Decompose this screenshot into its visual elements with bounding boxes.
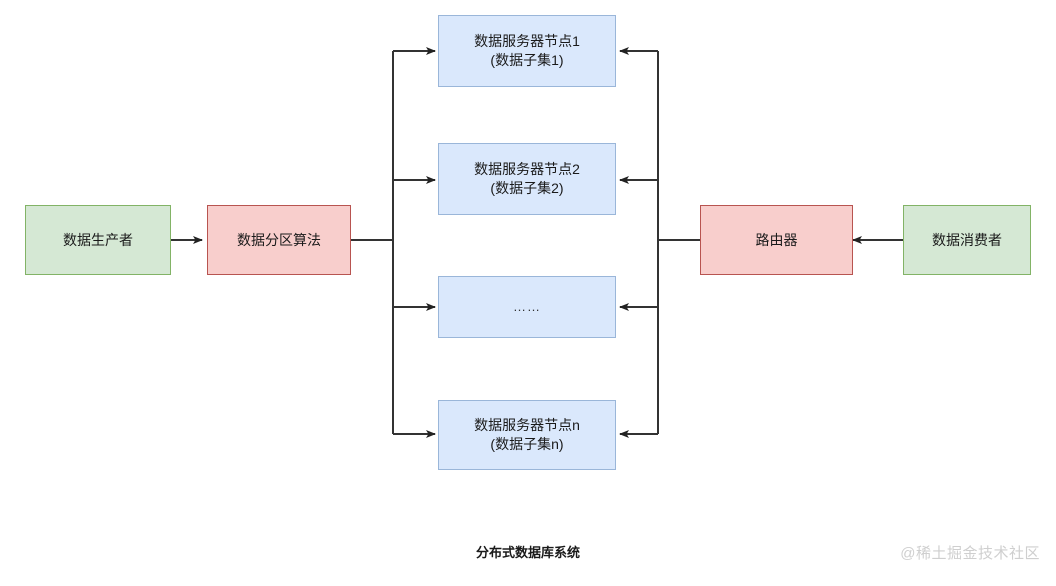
node-server-node-n[interactable]: 数据服务器节点n (数据子集n) bbox=[438, 400, 616, 470]
node-server-node-2[interactable]: 数据服务器节点2 (数据子集2) bbox=[438, 143, 616, 215]
node-server-node-more-label: …… bbox=[513, 299, 541, 315]
node-server-node-n-label: 数据服务器节点n (数据子集n) bbox=[474, 417, 580, 452]
node-partition-algorithm-label: 数据分区算法 bbox=[237, 231, 321, 248]
node-server-node-1[interactable]: 数据服务器节点1 (数据子集1) bbox=[438, 15, 616, 87]
node-server-node-1-label: 数据服务器节点1 (数据子集1) bbox=[474, 33, 580, 68]
watermark: @稀土掘金技术社区 bbox=[900, 545, 1040, 562]
node-router[interactable]: 路由器 bbox=[700, 205, 853, 275]
node-server-node-2-label: 数据服务器节点2 (数据子集2) bbox=[474, 161, 580, 196]
node-data-producer-label: 数据生产者 bbox=[63, 231, 133, 248]
node-partition-algorithm[interactable]: 数据分区算法 bbox=[207, 205, 351, 275]
node-data-producer[interactable]: 数据生产者 bbox=[25, 205, 171, 275]
node-data-consumer[interactable]: 数据消费者 bbox=[903, 205, 1031, 275]
node-data-consumer-label: 数据消费者 bbox=[932, 231, 1002, 248]
node-server-node-more[interactable]: …… bbox=[438, 276, 616, 338]
node-router-label: 路由器 bbox=[755, 231, 798, 248]
diagram-caption: 分布式数据库系统 bbox=[475, 545, 580, 560]
